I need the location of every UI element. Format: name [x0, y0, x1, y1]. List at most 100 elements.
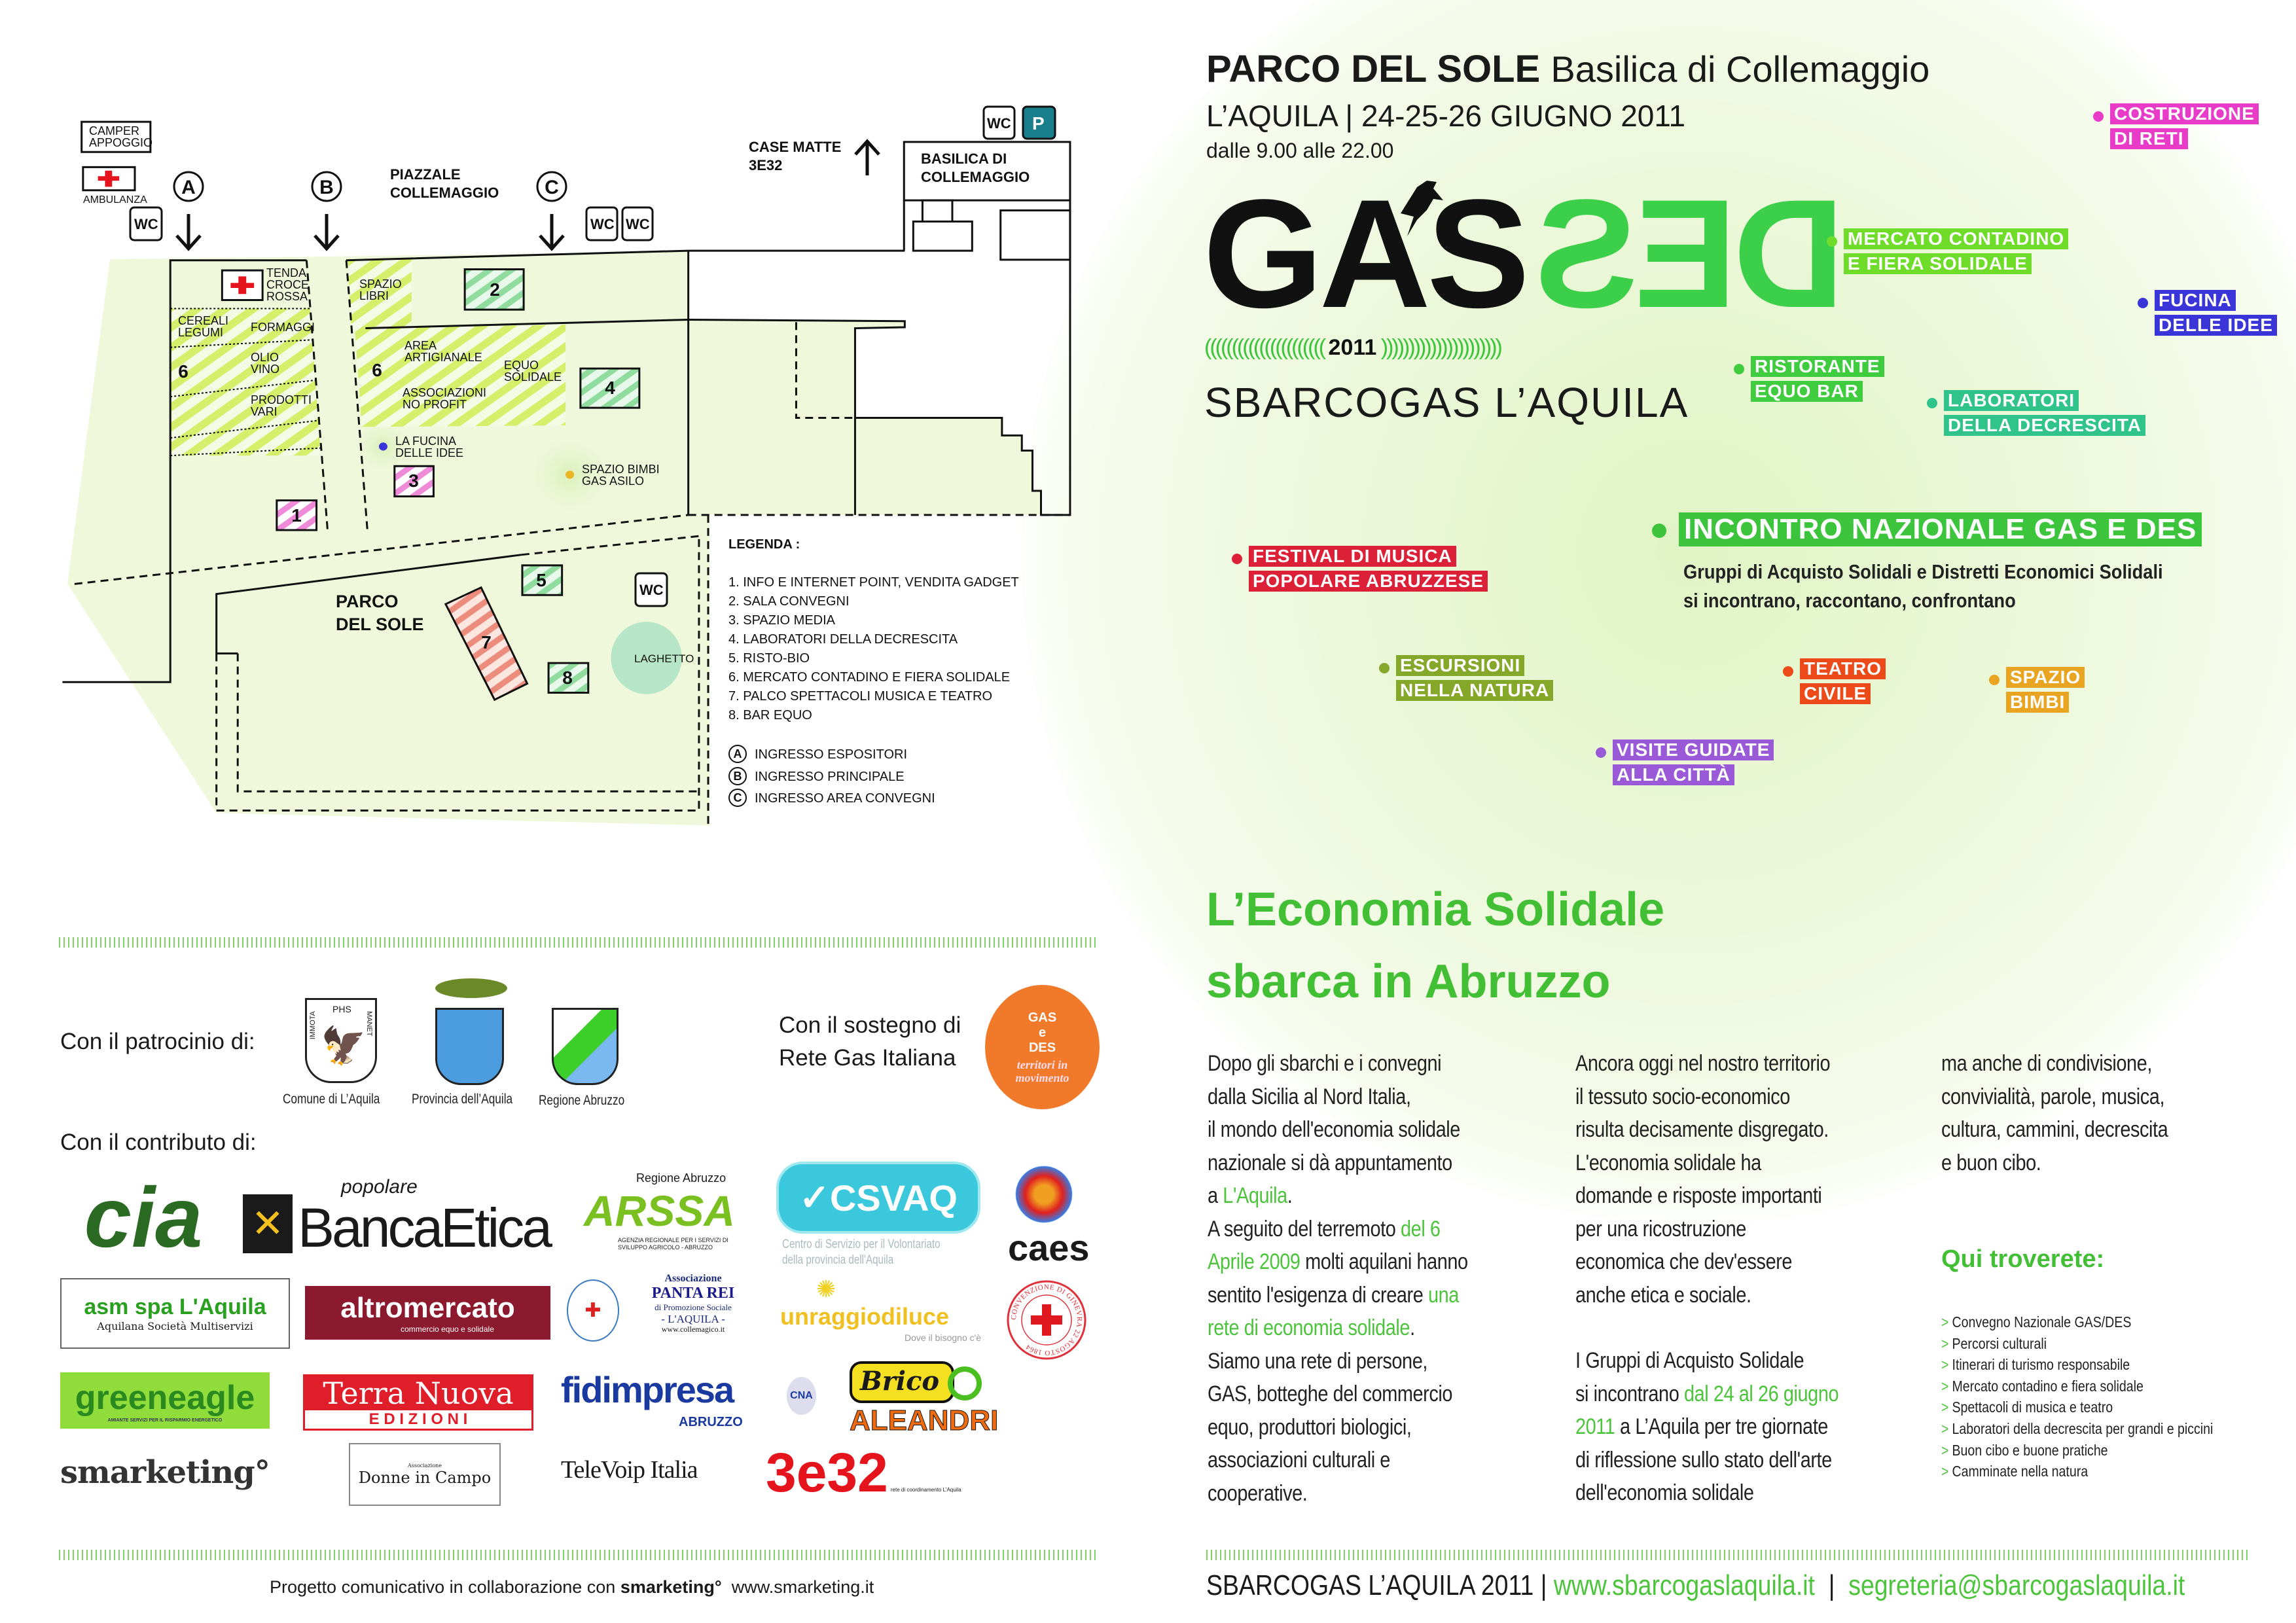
text-line: il tessuto socio-economico: [1575, 1084, 1790, 1109]
laghetto-pond: [611, 622, 682, 694]
label: CAMPER: [89, 124, 139, 137]
divider: [59, 937, 1097, 948]
arssa-logo: Regione Abruzzo ARSSA AGENZIA REGIONALE …: [584, 1171, 736, 1251]
svg-text:BASILICA DI: BASILICA DI: [921, 151, 1007, 167]
svg-text:INGRESSO PRINCIPALE: INGRESSO PRINCIPALE: [755, 770, 905, 784]
zone-5: [522, 565, 562, 595]
banca-etica-logo: ✕ popolare BancaEtica: [243, 1177, 552, 1257]
svg-text:DEL SOLE: DEL SOLE: [336, 615, 424, 634]
text-line: dell'economia solidale: [1575, 1480, 1754, 1505]
tag-label: SPAZIO: [2006, 667, 2085, 688]
text-line: risulta decisamente disgregato.: [1575, 1117, 1829, 1142]
svg-text:8: 8: [562, 668, 573, 688]
svg-text:3E32: 3E32: [749, 157, 782, 173]
qui-troverete-heading: Qui troverete:: [1941, 1245, 2105, 1273]
svg-text:4: 4: [605, 378, 615, 398]
legend-title: LEGENDA :: [728, 537, 800, 552]
zone-7: [446, 588, 528, 700]
text-line: nazionale si dà appuntamento: [1208, 1150, 1452, 1175]
svg-text:LEGUMI: LEGUMI: [178, 326, 223, 339]
svg-text:2: 2: [490, 279, 500, 300]
bullet-dot-icon: [1927, 398, 1937, 408]
tag-label: EQUO BAR: [1751, 381, 1863, 402]
list-item: >Itinerari di turismo responsabile: [1941, 1356, 2130, 1374]
bullet-dot-icon: [1783, 666, 1793, 677]
svg-text:4. LABORATORI DELLA DECRESCITA: 4. LABORATORI DELLA DECRESCITA: [728, 632, 958, 647]
tag-label: TEATRO: [1800, 658, 1886, 679]
email-link[interactable]: segreteria@sbarcogaslaquila.it: [1848, 1569, 2185, 1601]
svg-text:COLLEMAGGIO: COLLEMAGGIO: [390, 185, 499, 201]
gasdes-logo: GASDES: [1203, 168, 1845, 340]
svg-text:SOLIDALE: SOLIDALE: [504, 370, 562, 383]
crest-regione: [552, 1008, 619, 1085]
svg-text:ASSOCIAZIONI: ASSOCIAZIONI: [403, 386, 486, 399]
svg-text:LA FUCINA: LA FUCINA: [395, 435, 456, 448]
incontro-dot: [1652, 524, 1666, 538]
tag-label: VISITE GUIDATE: [1613, 740, 1774, 760]
footer-right: SBARCOGAS L’AQUILA 2011 | www.sbarcogasl…: [1206, 1569, 2185, 1601]
tag-label: DI RETI: [2110, 128, 2188, 149]
text-line: cooperative.: [1208, 1480, 1308, 1506]
text-line: a L'Aquila.: [1208, 1183, 1293, 1208]
svg-text:CROCE: CROCE: [266, 278, 309, 291]
televoip-logo: TeleVoip Italia: [561, 1456, 698, 1484]
svg-text:OLIO: OLIO: [251, 351, 279, 364]
fidimpresa-logo: fidimpresa ABRUZZO CNA: [561, 1369, 816, 1435]
svg-text:A: A: [181, 177, 196, 198]
svg-text:C: C: [734, 791, 742, 804]
divider: [1206, 1550, 2250, 1560]
text-line: equo, produttori biologici,: [1208, 1414, 1412, 1440]
zone-4: [581, 368, 639, 408]
park-map: [0, 65, 1113, 826]
website-link[interactable]: www.sbarcogaslaquila.it: [1553, 1569, 1815, 1601]
unraggiodiluce-logo: ✺ unraggiodiluce Dove il bisogno c'è: [780, 1275, 982, 1344]
text-line: Siamo una rete di persone,: [1208, 1348, 1427, 1374]
svg-text:LAGHETTO: LAGHETTO: [634, 652, 694, 665]
svg-text:C: C: [545, 177, 559, 198]
tag-label: FUCINA: [2155, 290, 2236, 311]
text-line: ma anche di condivisione,: [1941, 1051, 2152, 1076]
text-line: domande e risposte importanti: [1575, 1183, 1822, 1208]
svg-text:WC: WC: [626, 216, 650, 232]
text-line: GAS, botteghe del commercio: [1208, 1382, 1453, 1406]
wc-icons: WC WC WC WC P WC: [129, 105, 1056, 607]
list-item: >Camminate nella natura: [1941, 1463, 2089, 1480]
svg-text:6. MERCATO CONTADINO E FIERA S: 6. MERCATO CONTADINO E FIERA SOLIDALE: [728, 670, 1010, 685]
eagle-icon: [1401, 181, 1443, 236]
svg-text:A: A: [734, 747, 742, 760]
tag-label: COSTRUZIONE: [2110, 103, 2259, 124]
caes-logo: caes: [1008, 1227, 1090, 1268]
bullet-dot-icon: [1734, 364, 1744, 374]
bullet-dot-icon: [2138, 298, 2148, 308]
svg-text:3: 3: [408, 471, 419, 491]
text-line: 2011 a L’Aquila per tre giornate: [1575, 1414, 1828, 1439]
smarketing-link[interactable]: www.smarketing.it: [731, 1577, 874, 1597]
list-item: >Percorsi culturali: [1941, 1334, 2047, 1352]
svg-text:6: 6: [372, 360, 382, 380]
list-item: >Convegno Nazionale GAS/DES: [1941, 1313, 2132, 1330]
svg-text:NO PROFIT: NO PROFIT: [403, 398, 467, 411]
article-column-3: ma anche di condivisione,convivialità, p…: [1941, 1047, 2168, 1179]
svg-text:5: 5: [536, 570, 547, 590]
text-line: sentito l'esigenza di creare una: [1208, 1282, 1459, 1308]
svg-text:DELLE IDEE: DELLE IDEE: [395, 446, 463, 459]
svg-text:WC: WC: [987, 115, 1011, 132]
list-item: >Laboratori della decrescita per grandi …: [1941, 1419, 2214, 1437]
svg-text:CEREALI: CEREALI: [178, 314, 228, 327]
text-line: si incontrano dal 24 al 26 giugno: [1575, 1381, 1839, 1406]
svg-text:2. SALA CONVEGNI: 2. SALA CONVEGNI: [728, 594, 850, 609]
tag-label: LABORATORI: [1944, 390, 2079, 411]
